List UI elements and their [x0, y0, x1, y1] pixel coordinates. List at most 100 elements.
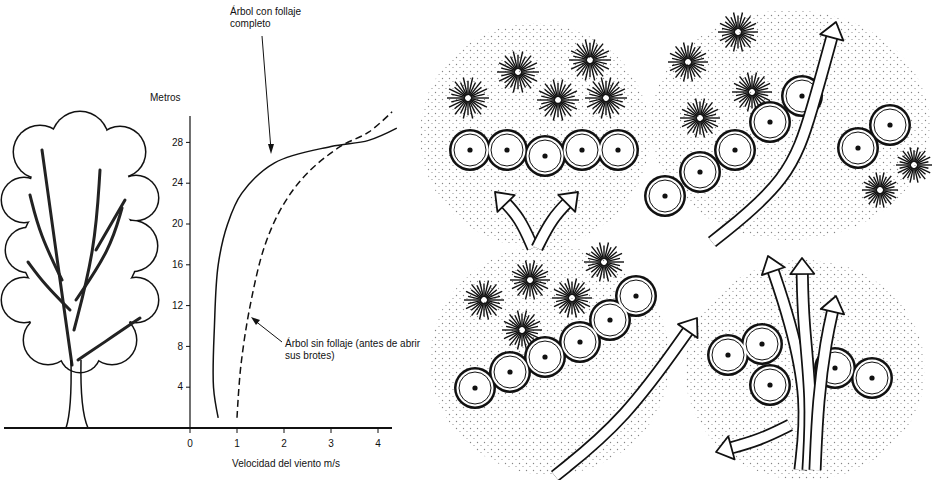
tree-trunk-dot — [662, 193, 667, 198]
tree-crown-outline — [749, 364, 791, 406]
tick-label: 4 — [375, 438, 381, 450]
ground-line — [4, 427, 392, 429]
shrub-stroke — [696, 99, 700, 116]
shrub-stroke — [533, 271, 548, 278]
tree-crown-inner — [684, 156, 716, 188]
tree-drawing — [1, 111, 160, 429]
leader-arrowhead — [251, 317, 260, 325]
arrow-body — [802, 268, 810, 470]
wind-curves — [213, 112, 397, 418]
shrub-stroke — [910, 147, 913, 162]
shrub-symbol — [464, 281, 504, 320]
shrub-stroke — [464, 299, 481, 300]
tree-crown-inner — [719, 134, 751, 166]
y-tick — [186, 142, 190, 143]
tree-crown — [457, 370, 494, 407]
shrub-stroke — [561, 96, 575, 99]
tree-crown-inner — [454, 134, 486, 166]
tree-crown-inner — [649, 180, 681, 212]
shrub-stroke — [741, 31, 758, 32]
tree-crown-inner — [494, 356, 526, 388]
axis-title: Velocidad del viento m/s — [232, 458, 340, 470]
shrub-symbol — [552, 279, 592, 318]
shrub-stroke — [504, 331, 519, 338]
shrub-stroke — [451, 99, 465, 102]
shrub-stroke — [455, 100, 466, 114]
shrub-stroke — [748, 73, 752, 90]
tree-crown — [647, 178, 684, 215]
shrub-stroke — [537, 99, 555, 100]
tree-crown — [600, 132, 637, 169]
leader-line — [254, 320, 282, 342]
x-tick — [378, 428, 379, 433]
arrow-head — [820, 22, 843, 41]
shrub-stroke — [518, 282, 529, 295]
tree-crown-inner — [746, 328, 778, 360]
shrub-symbol — [585, 78, 627, 119]
shrub-stroke — [593, 100, 604, 114]
shrub-stroke — [915, 168, 918, 183]
shrub-stroke — [680, 117, 697, 118]
shrub-stroke — [739, 35, 743, 52]
arrow-outline — [537, 199, 571, 248]
shrub-stroke — [553, 80, 557, 98]
shrub-stroke — [480, 281, 484, 298]
shrub-stroke — [466, 301, 481, 308]
shrub-stroke — [734, 93, 749, 100]
tree-crown-inner — [491, 134, 523, 166]
shrub-stroke — [684, 119, 697, 122]
shrub-stroke — [898, 166, 912, 173]
tree-trunk-dot — [615, 147, 620, 152]
tick-label: 2 — [281, 438, 287, 450]
shrub-stroke — [703, 109, 718, 116]
shrub-stroke — [485, 303, 489, 320]
arrow-body — [815, 306, 834, 470]
shrub-stroke — [606, 246, 617, 259]
shrub-stroke — [691, 58, 704, 61]
tree-trunk-dot — [504, 147, 509, 152]
shrub-stroke — [608, 82, 619, 96]
shrub-stroke — [575, 289, 590, 296]
tree-trunk-dot — [472, 385, 477, 390]
shrub-stroke — [720, 33, 735, 40]
curve-label: Árbol con follaje completo — [230, 6, 322, 29]
shrub-stroke — [470, 82, 481, 96]
shrub-stroke — [532, 264, 543, 277]
shrub-stroke — [568, 279, 572, 296]
tree-crown — [840, 130, 877, 167]
shrub-stroke — [592, 264, 603, 277]
shrub-stroke — [463, 78, 467, 96]
shrub-stroke — [607, 253, 622, 260]
shrub-stroke — [876, 172, 879, 187]
shrub-stroke — [900, 166, 911, 169]
tree-trunk-dot — [725, 352, 730, 357]
arrow-outline — [815, 306, 834, 470]
branch — [78, 318, 140, 360]
shrub-stroke — [593, 59, 611, 60]
tree-crown — [717, 132, 754, 169]
arrow-body — [712, 32, 833, 242]
shrub-stroke — [588, 263, 601, 266]
tree-crown-inner — [564, 326, 596, 358]
shrub-stroke — [592, 44, 603, 58]
arrow-outline — [712, 32, 833, 242]
y-tick — [186, 264, 190, 265]
tree-row — [449, 129, 639, 177]
shrub-stroke — [670, 63, 685, 70]
arrow-outline — [555, 326, 691, 476]
y-axis — [189, 116, 190, 428]
y-tick — [186, 183, 190, 184]
tick-label: 12 — [172, 300, 183, 312]
shrub-stroke — [607, 258, 620, 261]
shrub-stroke — [501, 73, 515, 76]
tree-crown — [527, 339, 564, 376]
trunk — [66, 360, 88, 428]
tree-trunk-dot — [832, 365, 837, 370]
shrub-stroke — [487, 296, 500, 299]
shrub-stroke — [520, 56, 531, 70]
shrub-stroke — [741, 28, 754, 31]
tree-crown-outline — [449, 129, 491, 171]
shrub-stroke — [917, 157, 931, 164]
shrub-symbol — [537, 80, 579, 121]
tree-crown-inner — [856, 362, 888, 394]
